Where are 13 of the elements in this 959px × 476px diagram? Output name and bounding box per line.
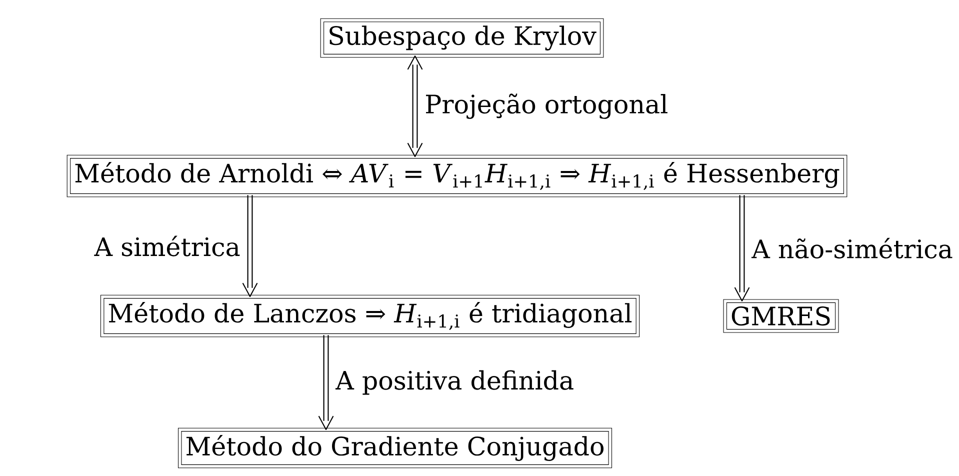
double-arrow bbox=[734, 195, 750, 302]
edge-label: A não-simétrica bbox=[751, 238, 952, 258]
process-box: GMRES bbox=[723, 299, 839, 333]
edge-label: A simétrica bbox=[94, 236, 240, 256]
process-box: Método de Arnoldi ⇔ AV$_{i}$ = V$_{i+1}$H$_{i+1,i}$ ⇒ H$_{i+1,i}$ é Hessenberg bbox=[66, 154, 848, 198]
process-box: Método do Gradiente Conjugado bbox=[178, 428, 612, 468]
double-arrow bbox=[318, 335, 334, 430]
process-box: Método de Lanczos ⇒ H$_{i+1,i}$ é tridiagonal bbox=[100, 294, 640, 338]
double-arrow bbox=[242, 195, 258, 297]
process-box: Subespaço de Krylov bbox=[320, 18, 604, 58]
edge-label: Projeção ortogonal bbox=[426, 94, 668, 119]
double-arrow bbox=[407, 56, 423, 157]
edge-label: A positiva definida bbox=[335, 370, 574, 395]
